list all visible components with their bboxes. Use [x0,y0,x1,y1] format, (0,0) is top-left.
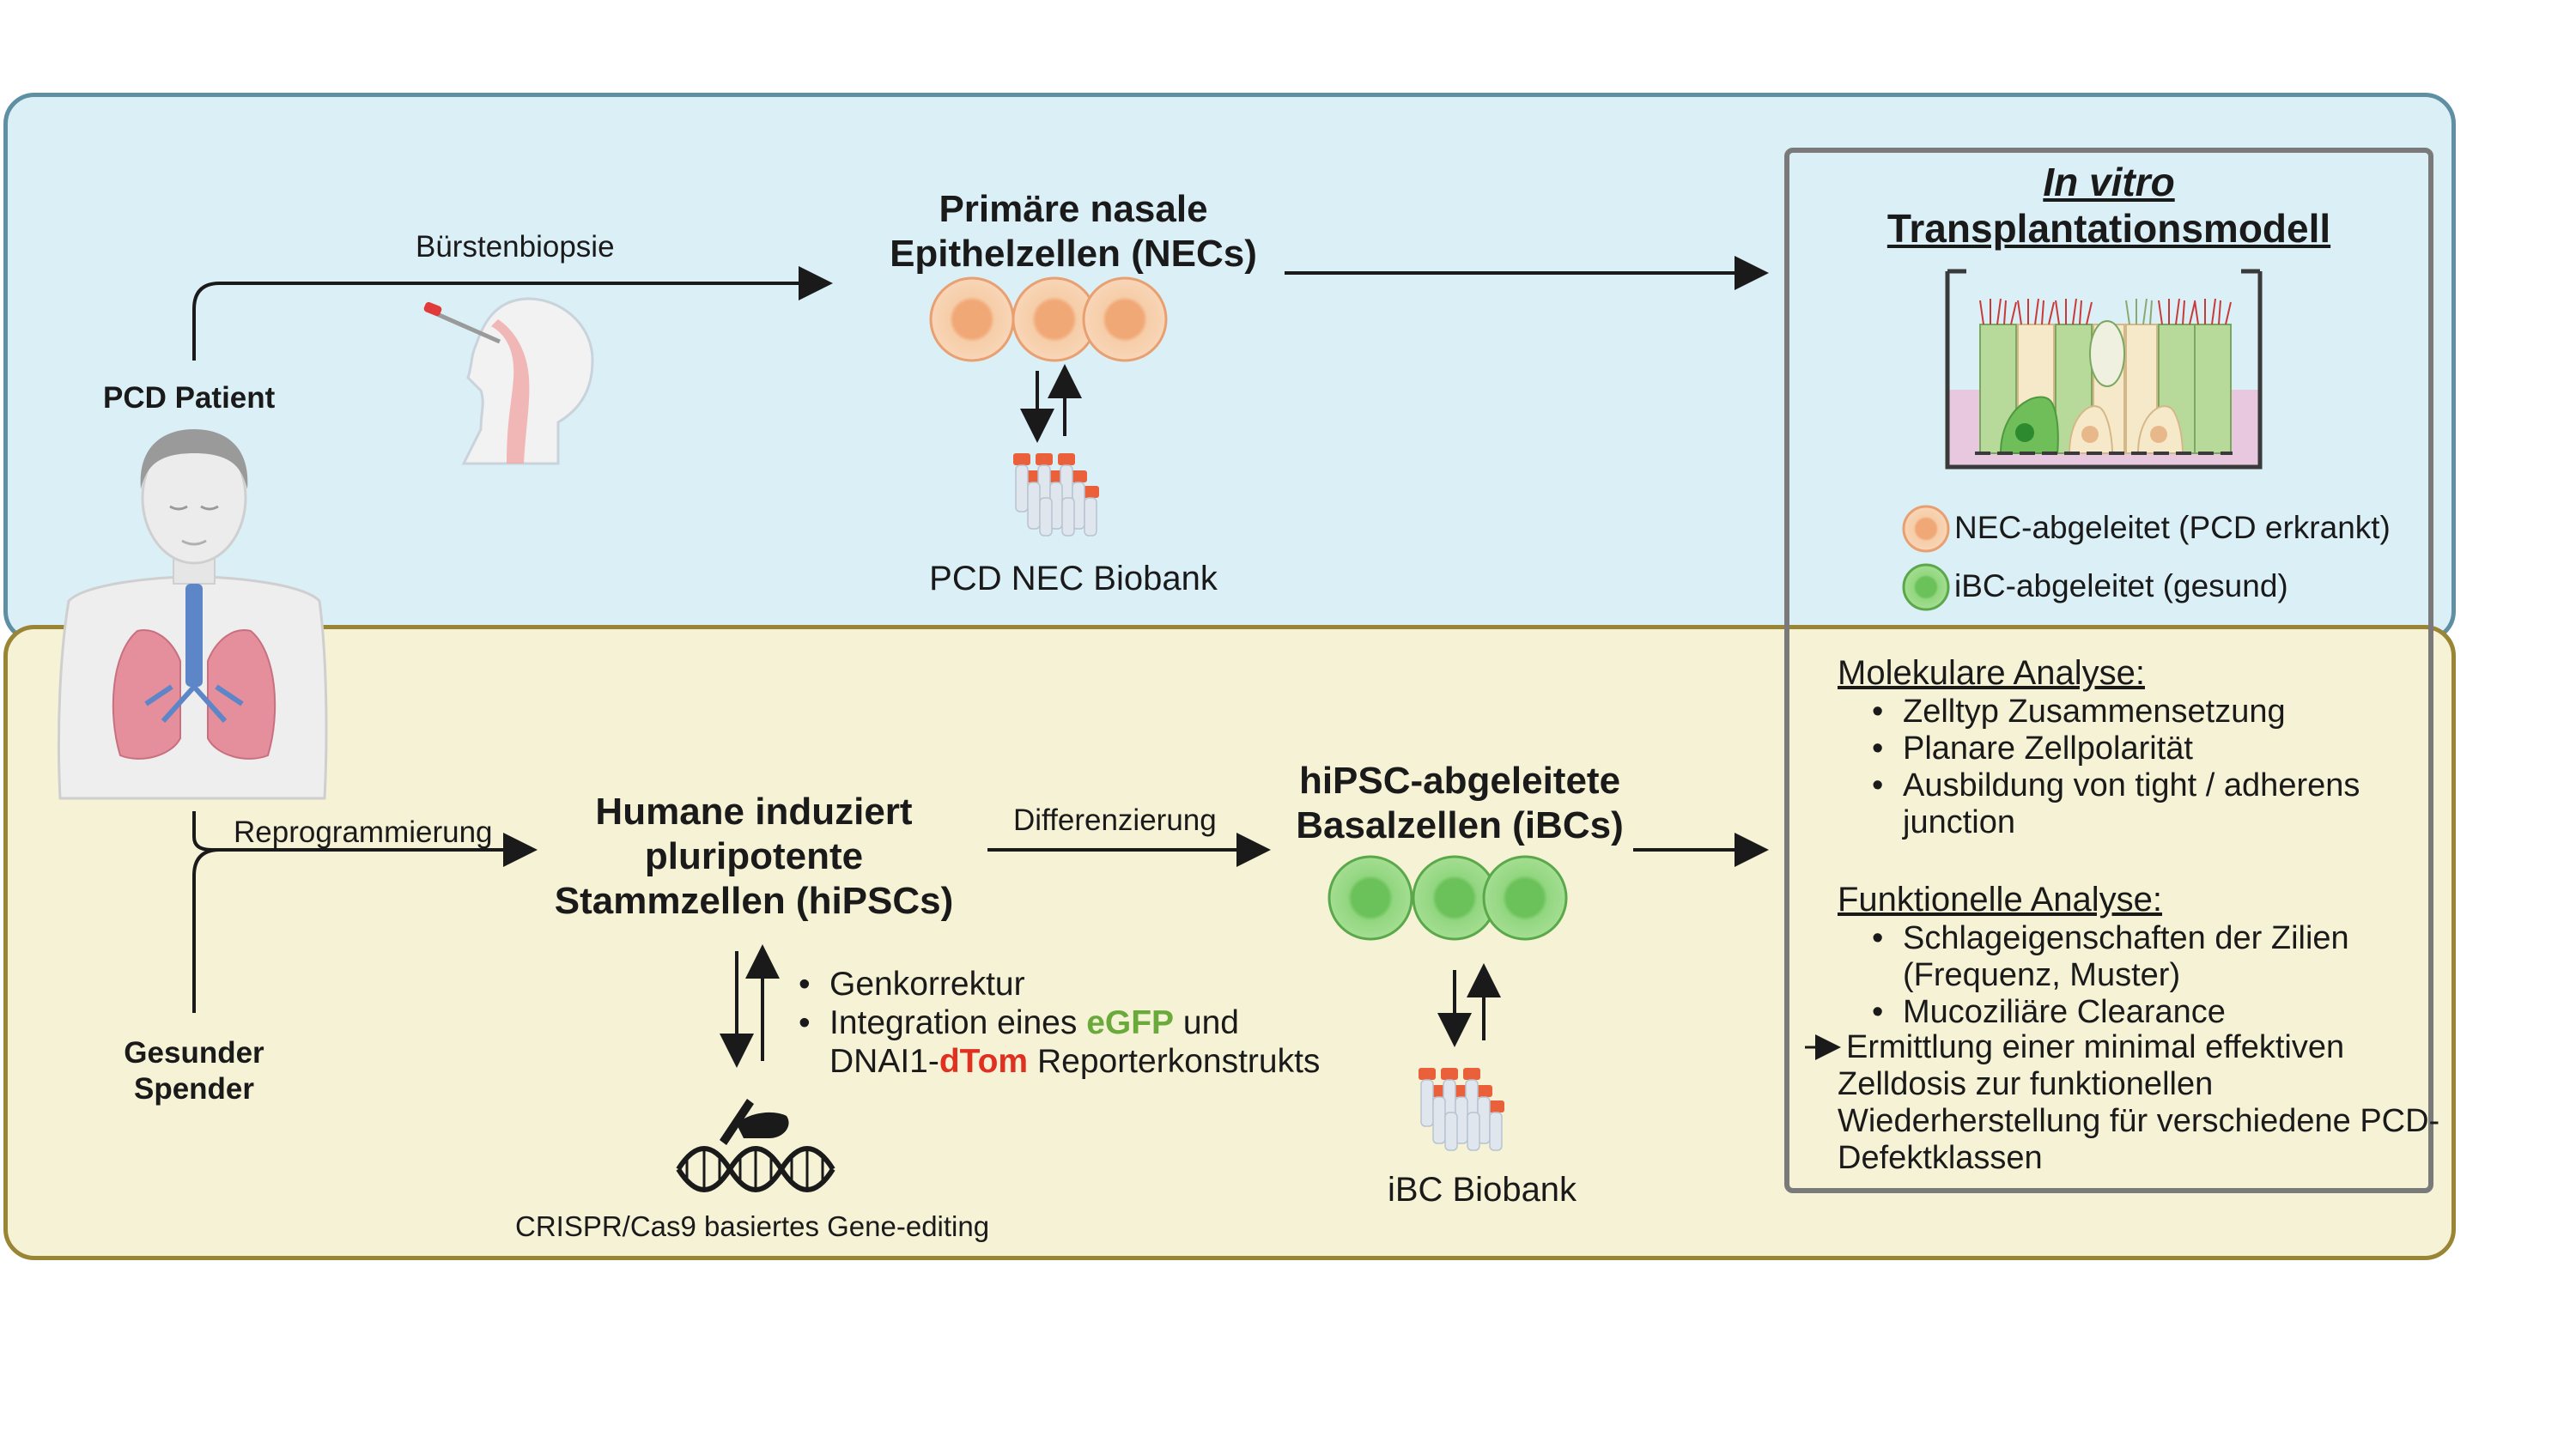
legend-nec-swatch [1902,505,1950,553]
differentiation-label: Differenzierung [1013,803,1217,837]
transplantation-model-illustration [1945,269,2263,470]
functional-item-1-text: Schlageigenschaften der Zilien [1903,920,2349,956]
model-title-line2: Transplantationsmodell [1886,206,2331,251]
legend-nec-label: NEC-abgeleitet (PCD erkrankt) [1954,510,2391,545]
editing-bullet-3-prefix: DNAI1- [829,1043,939,1080]
molecular-item-1: Zelltyp Zusammensetzung [1863,694,2360,731]
legend-ibc-swatch [1902,563,1950,611]
conclusion-line-4: Defektklassen [1838,1140,2043,1176]
conclusion-line-3: Wiederherstellung für verschiedene PCD- [1838,1103,2440,1139]
model-title-line1: In vitro [2043,160,2175,204]
conclusion-line-1: Ermittlung einer minimal effektiven [1846,1029,2345,1065]
egfp-highlight: eGFP [1086,1004,1175,1041]
molecular-item-2: Planare Zellpolarität [1863,731,2360,767]
healthy-donor-label: Gesunder Spender [94,1035,294,1107]
editing-bullet-1-text: Genkorrektur [829,966,1025,1003]
nec-title-line2: Epithelzellen (NECs) [890,233,1257,275]
molecular-item-3: Ausbildung von tight / adherens [1863,767,2360,804]
ibc-biobank-tubes-icon [1419,1068,1504,1151]
ibc-cells-icon [1327,855,1568,941]
crispr-label: CRISPR/Cas9 basiertes Gene-editing [515,1210,990,1242]
crispr-dna-icon [676,1099,835,1192]
connector-donor-vertical [192,848,221,1013]
nec-cells-icon [929,276,1168,362]
functional-item-2: Mucoziliäre Clearance [1863,994,2349,1031]
molecular-analysis-heading: Molekulare Analyse: [1838,654,2145,692]
ibc-title-line2: Basalzellen (iBCs) [1296,804,1624,846]
editing-bullet-2-prefix: Integration eines [829,1004,1087,1041]
functional-item-3-text: Mucoziliäre Clearance [1903,994,2226,1030]
functional-item-1-continued: (Frequenz, Muster) [1863,957,2349,994]
pcd-patient-figure-icon [57,429,328,800]
editing-bullet-list: Genkorrektur Integration eines eGFP und … [790,965,1320,1081]
reprogramming-label: Reprogrammierung [234,815,493,849]
nasal-brush-biopsy-icon [423,297,594,465]
pcd-patient-label: PCD Patient [103,381,276,415]
nec-title: Primäre nasale Epithelzellen (NECs) [859,187,1288,276]
brush-biopsy-label: Bürstenbiopsie [416,230,615,264]
nec-title-line1: Primäre nasale [939,188,1208,230]
dtom-highlight: dTom [939,1043,1029,1080]
hipsc-title: Humane induziert pluripotente Stammzelle… [515,790,993,924]
molecular-item-2-text: Planare Zellpolarität [1903,731,2193,767]
functional-analysis-list: Schlageigenschaften der Zilien (Frequenz… [1863,920,2349,1031]
arrow-patient-to-nec [192,266,833,361]
healthy-donor-line2: Spender [133,1072,255,1106]
ibc-title-line1: hiPSC-abgeleitete [1298,760,1621,802]
molecular-item-1-text: Zelltyp Zusammensetzung [1903,694,2286,730]
healthy-donor-line1: Gesunder [124,1036,264,1070]
legend-ibc-label: iBC-abgeleitet (gesund) [1954,568,2288,603]
model-panel-frame [1784,148,2433,1193]
functional-item-2-text: (Frequenz, Muster) [1903,957,2181,993]
ibc-biobank-label: iBC Biobank [1387,1171,1577,1209]
editing-bullet-dtom: DNAI1-dTom Reporterkonstrukts [790,1042,1320,1081]
editing-bullet-gene-correction: Genkorrektur [790,965,1320,1003]
editing-bullet-2-suffix: und [1174,1004,1239,1041]
editing-bullet-egfp: Integration eines eGFP und [790,1003,1320,1042]
nec-biobank-label: PCD NEC Biobank [929,560,1218,597]
functional-analysis-heading: Funktionelle Analyse: [1838,881,2163,919]
molecular-item-4-text: junction [1903,804,2015,840]
editing-bullet-3-suffix: Reporterkonstrukts [1028,1043,1321,1080]
hipsc-title-line1: Humane induziert [595,791,913,833]
functional-item-1: Schlageigenschaften der Zilien [1863,920,2349,957]
molecular-item-3-continued: junction [1863,804,2360,841]
molecular-analysis-list: Zelltyp Zusammensetzung Planare Zellpola… [1863,694,2360,841]
hipsc-title-line3: Stammzellen (hiPSCs) [554,880,954,922]
ibc-title: hiPSC-abgeleitete Basalzellen (iBCs) [1271,759,1649,848]
nec-biobank-tubes-icon [1013,453,1099,537]
conclusion-line-2: Zelldosis zur funktionellen [1838,1066,2214,1102]
molecular-item-3-text: Ausbildung von tight / adherens [1903,767,2360,803]
hipsc-title-line2: pluripotente [644,835,864,877]
